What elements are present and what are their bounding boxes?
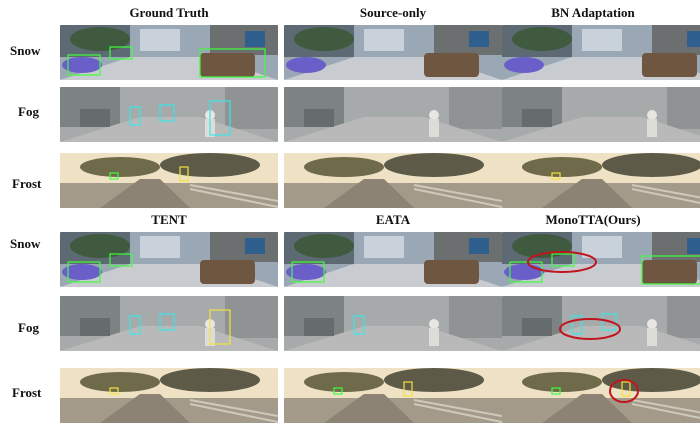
highlight-ellipse bbox=[609, 379, 639, 403]
scene-image bbox=[502, 368, 700, 423]
scene-image bbox=[284, 87, 502, 142]
detection-box-car bbox=[641, 255, 700, 285]
detection-box-ped bbox=[159, 313, 175, 331]
result-panel-fog bbox=[502, 296, 700, 351]
detection-box-ped bbox=[129, 106, 141, 126]
detection-box-car bbox=[551, 253, 575, 267]
detection-box-cyc bbox=[109, 387, 119, 395]
detection-box-cyc bbox=[551, 172, 561, 180]
detection-box-ped bbox=[159, 104, 175, 122]
scene-image bbox=[284, 153, 502, 208]
highlight-ellipse bbox=[559, 318, 621, 340]
column-title-source-only: Source-only bbox=[359, 5, 427, 20]
column-title-eata: EATA bbox=[375, 212, 411, 227]
detection-box-car bbox=[109, 46, 133, 60]
result-panel-frost bbox=[60, 368, 278, 423]
detection-box-car bbox=[291, 261, 325, 283]
detection-box-car bbox=[333, 387, 343, 395]
scene-image bbox=[60, 87, 278, 142]
result-panel-fog bbox=[502, 87, 700, 142]
row-label-snow-top: Snow bbox=[10, 43, 41, 58]
row-label-fog-bottom: Fog bbox=[18, 320, 39, 335]
scene-image bbox=[284, 296, 502, 351]
row-label-snow-bottom: Snow bbox=[10, 236, 41, 251]
result-panel-snow bbox=[60, 25, 278, 80]
result-panel-frost bbox=[284, 368, 502, 423]
detection-box-ped bbox=[571, 315, 583, 335]
detection-box-car bbox=[109, 253, 133, 267]
result-panel-snow bbox=[284, 232, 502, 287]
scene-image bbox=[60, 296, 278, 351]
scene-image bbox=[502, 87, 700, 142]
scene-image bbox=[60, 232, 278, 287]
detection-box-cyc bbox=[403, 381, 413, 397]
result-panel-frost bbox=[60, 153, 278, 208]
detection-box-car bbox=[199, 48, 266, 78]
result-panel-frost bbox=[502, 368, 700, 423]
scene-image bbox=[60, 153, 278, 208]
scene-image bbox=[284, 25, 502, 80]
scene-image bbox=[60, 25, 278, 80]
detection-box-car bbox=[551, 387, 561, 395]
column-title-monotta-ours: MonoTTA(Ours) bbox=[545, 212, 641, 227]
scene-image bbox=[284, 232, 502, 287]
result-panel-snow bbox=[502, 25, 700, 80]
result-panel-snow bbox=[284, 25, 502, 80]
detection-box-ped bbox=[209, 100, 231, 136]
highlight-ellipse bbox=[527, 251, 597, 273]
detection-box-cyc bbox=[179, 166, 189, 182]
detection-box-ped bbox=[601, 313, 617, 331]
detection-box-car bbox=[109, 172, 119, 180]
scene-image bbox=[60, 368, 278, 423]
scene-image bbox=[284, 368, 502, 423]
detection-box-ped bbox=[129, 315, 141, 335]
result-panel-frost bbox=[502, 153, 700, 208]
result-panel-frost bbox=[284, 153, 502, 208]
result-panel-fog bbox=[60, 296, 278, 351]
column-title-tent: TENT bbox=[151, 212, 187, 227]
column-title-ground-truth: Ground Truth bbox=[129, 5, 209, 20]
result-panel-snow bbox=[502, 232, 700, 287]
detection-box-ped bbox=[353, 315, 365, 335]
scene-image bbox=[502, 153, 700, 208]
column-title-bn-adaptation: BN Adaptation bbox=[551, 5, 635, 20]
result-panel-fog bbox=[284, 296, 502, 351]
detection-box-cyc bbox=[209, 309, 231, 345]
detection-box-car bbox=[67, 54, 101, 76]
result-panel-snow bbox=[60, 232, 278, 287]
scene-image bbox=[502, 296, 700, 351]
result-panel-fog bbox=[284, 87, 502, 142]
detection-box-cyc bbox=[621, 381, 631, 397]
row-label-frost-top: Frost bbox=[12, 176, 42, 191]
row-label-fog-top: Fog bbox=[18, 104, 39, 119]
scene-image bbox=[502, 232, 700, 287]
scene-image bbox=[502, 25, 700, 80]
detection-box-car bbox=[67, 261, 101, 283]
result-panel-fog bbox=[60, 87, 278, 142]
row-label-frost-bottom: Frost bbox=[12, 385, 42, 400]
detection-box-car bbox=[509, 261, 543, 283]
